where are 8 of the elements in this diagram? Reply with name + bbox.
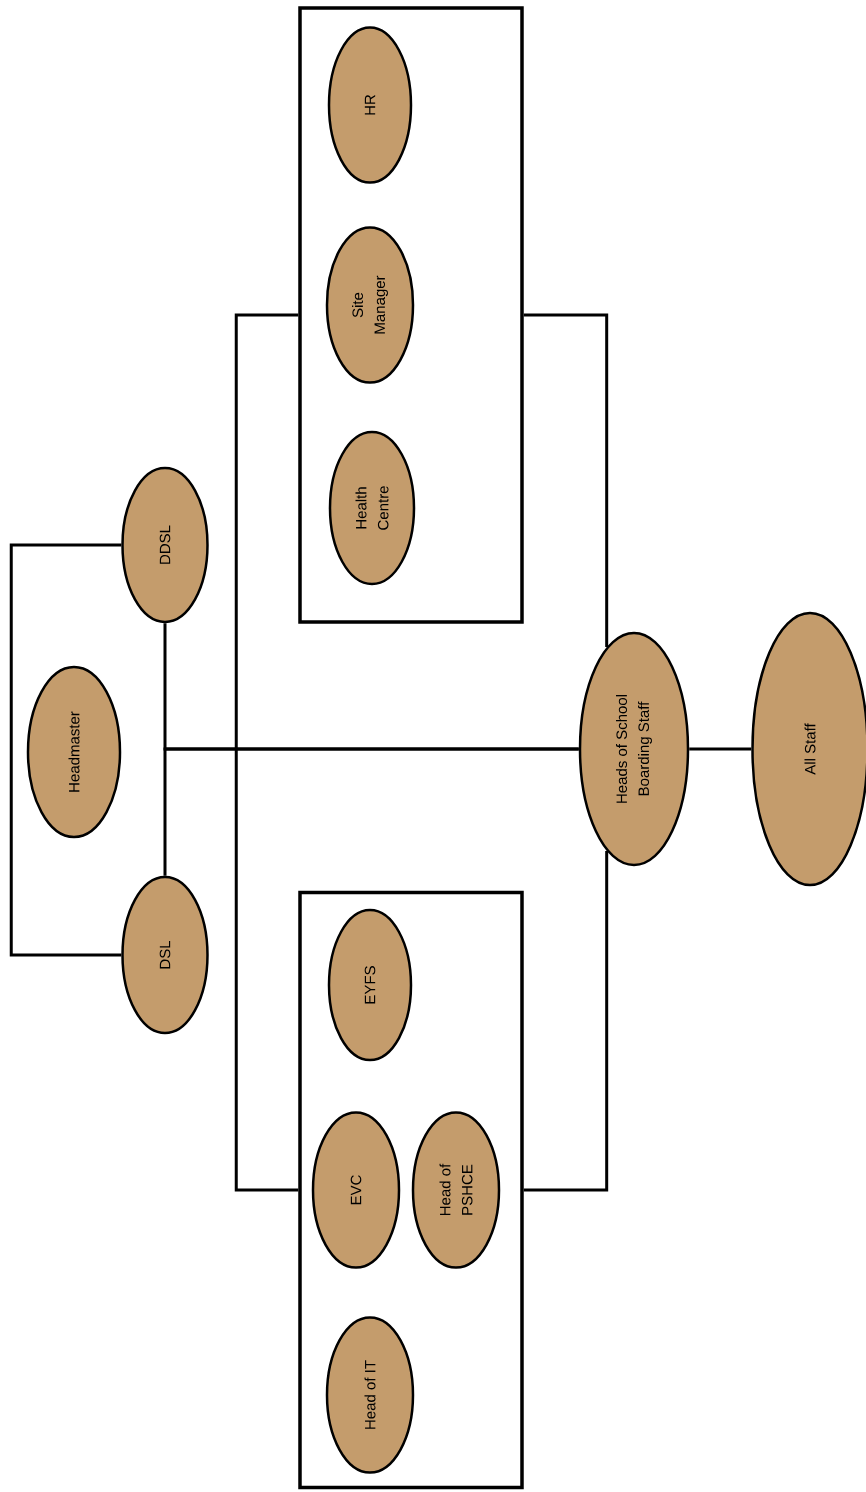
connector-line (523, 313, 609, 648)
connector-line (234, 313, 299, 1192)
group-box (298, 6, 524, 624)
connector-line (9, 543, 122, 957)
connector-line (163, 623, 579, 751)
group-box (298, 890, 524, 1490)
connector-line (689, 747, 752, 751)
connector-line (523, 850, 609, 1192)
